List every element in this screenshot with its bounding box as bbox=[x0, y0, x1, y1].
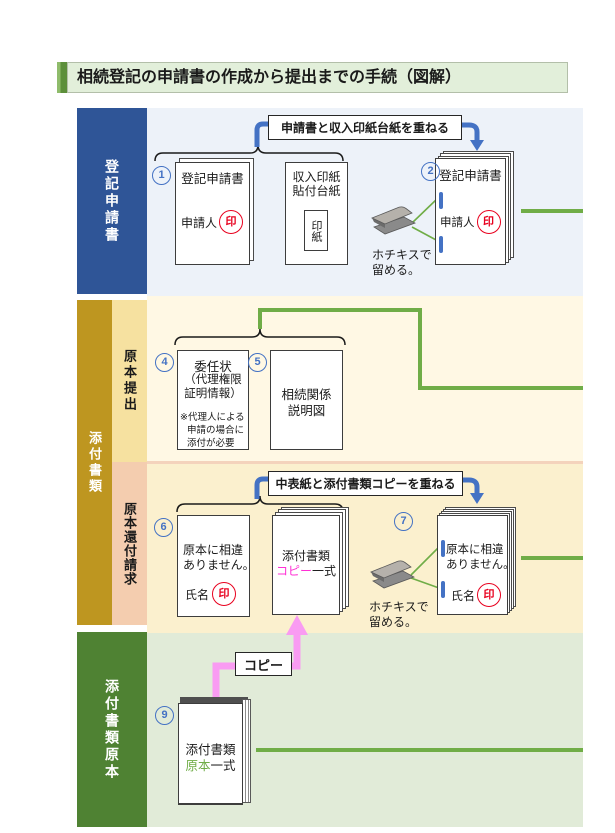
doc-title-line2: 貼付台紙 bbox=[292, 184, 341, 198]
doc-registration-application: 登記申請書 申請人 印 bbox=[175, 158, 254, 265]
original-highlight: 原本 bbox=[185, 759, 211, 773]
doc-title-line2: （代理権限 bbox=[184, 374, 242, 386]
doc-line2: ありません。 bbox=[446, 559, 515, 571]
step-badge-5: 5 bbox=[248, 353, 267, 372]
step-badge-9: 9 bbox=[155, 706, 174, 725]
stapler2-note-line2: 留める。 bbox=[369, 615, 418, 629]
banner-stack-copies-text: 中表紙と添付書類コピーを重ねる bbox=[275, 477, 456, 491]
seal-stamp-icon: 印 bbox=[212, 582, 237, 606]
applicant-label: 申請人 bbox=[181, 215, 218, 230]
sidebar-band-attachment-originals: 添付書類原本 bbox=[77, 632, 147, 827]
sidebar-label-registration: 登記申請書 bbox=[104, 158, 120, 244]
name-label: 氏名 bbox=[185, 587, 210, 602]
doc-note-line2: 申請の場合に bbox=[187, 425, 245, 436]
step-badge-7: 7 bbox=[394, 512, 413, 531]
name-label: 氏名 bbox=[451, 588, 476, 603]
doc-title-line1: 収入印紙 bbox=[292, 170, 341, 184]
stapler1-note-line1: ホチキスで bbox=[372, 248, 432, 262]
doc-title: 登記申請書 bbox=[439, 169, 502, 183]
staple-icon bbox=[439, 236, 443, 253]
doc-certification-cover: 原本に相違 ありません。 氏名 印 bbox=[177, 515, 255, 617]
doc-stapled-application-stack: 登記申請書 申請人 印 bbox=[435, 150, 514, 265]
doc-attachment-copies-stack: 添付書類 コピー一式 bbox=[272, 506, 349, 615]
doc-front-sheet: 添付書類 コピー一式 bbox=[272, 515, 340, 615]
doc-attachment-originals-book: 添付書類 原本一式 bbox=[178, 697, 251, 807]
revenue-stamp-box: 印紙 bbox=[304, 210, 328, 251]
seal-stamp-icon: 印 bbox=[477, 583, 502, 607]
doc-line1: 原本に相違 bbox=[183, 543, 244, 557]
copy-label-text: コピー bbox=[243, 657, 283, 673]
doc-line1: 添付書類 bbox=[281, 549, 330, 563]
sidebar-label-original-submission: 原本提出 bbox=[122, 349, 137, 413]
banner-stack-application: 申請書と収入印紙台紙を重ねる bbox=[268, 115, 462, 140]
doc-line1: 添付書類 bbox=[185, 743, 236, 757]
doc-revenue-stamp-sheet: 収入印紙 貼付台紙 印紙 bbox=[285, 162, 348, 265]
original-rest: 一式 bbox=[210, 759, 236, 773]
copy-highlight: コピー bbox=[275, 564, 312, 578]
title-accent-bar bbox=[57, 62, 67, 93]
sidebar-band-original-return: 原本還付請求 bbox=[112, 462, 147, 625]
step-badge-1: 1 bbox=[152, 166, 171, 185]
sidebar-label-attachments: 添付書類 bbox=[87, 430, 102, 495]
sidebar-band-attachments: 添付書類 bbox=[77, 300, 112, 625]
doc-stapled-copies-stack: 原本に相違 ありません。 氏名 印 bbox=[437, 507, 516, 615]
seal-stamp-icon: 印 bbox=[219, 210, 244, 234]
doc-inheritance-relationship-chart: 相続関係 説明図 bbox=[270, 350, 343, 450]
sidebar-band-registration: 登記申請書 bbox=[77, 108, 147, 294]
doc-title-line2: 説明図 bbox=[287, 404, 326, 418]
banner-stack-application-text: 申請書と収入印紙台紙を重ねる bbox=[280, 121, 449, 135]
staple-icon bbox=[439, 192, 443, 209]
stapler2-note-line1: ホチキスで bbox=[369, 600, 429, 614]
doc-title: 委任状 bbox=[194, 360, 232, 374]
doc-note-line1: ※代理人による bbox=[180, 412, 245, 423]
doc-front-sheet: 添付書類 原本一式 bbox=[178, 703, 243, 805]
applicant-label: 申請人 bbox=[440, 217, 475, 229]
doc-line2: ありません。 bbox=[183, 558, 255, 572]
doc-title: 登記申請書 bbox=[181, 172, 244, 186]
step-badge-6: 6 bbox=[154, 518, 173, 537]
step-badge-4: 4 bbox=[155, 353, 174, 372]
sidebar-label-attachment-originals: 添付書類原本 bbox=[104, 678, 120, 781]
revenue-stamp-label: 印紙 bbox=[310, 219, 322, 242]
page-title: 相続登記の申請書の作成から提出までの手続（図解） bbox=[67, 62, 568, 93]
doc-front-sheet: 登記申請書 申請人 印 bbox=[435, 158, 506, 265]
copy-rest: 一式 bbox=[312, 564, 337, 578]
doc-note-line3: 添付が必要 bbox=[187, 438, 235, 449]
staple-icon bbox=[441, 540, 445, 557]
doc-title-line3: 証明情報） bbox=[184, 388, 242, 400]
banner-stack-copies: 中表紙と添付書類コピーを重ねる bbox=[268, 471, 463, 496]
doc-front-sheet: 登記申請書 申請人 印 bbox=[175, 162, 250, 265]
seal-stamp-icon: 印 bbox=[476, 210, 501, 234]
doc-line1: 原本に相違 bbox=[446, 544, 504, 556]
section-divider bbox=[147, 461, 583, 464]
copy-label-box: コピー bbox=[235, 652, 292, 676]
doc-front-sheet: 原本に相違 ありません。 氏名 印 bbox=[437, 515, 515, 615]
sidebar-band-original-submission: 原本提出 bbox=[112, 300, 147, 462]
page-title-text: 相続登記の申請書の作成から提出までの手続（図解） bbox=[77, 69, 462, 86]
stapler1-note-line2: 留める。 bbox=[372, 263, 421, 277]
staple-icon bbox=[441, 581, 445, 598]
doc-power-of-attorney: 委任状 （代理権限 証明情報） ※代理人による 申請の場合に 添付が必要 bbox=[177, 350, 249, 450]
sidebar-label-original-return: 原本還付請求 bbox=[122, 501, 137, 586]
book-page-edges bbox=[242, 699, 251, 803]
step-badge-2: 2 bbox=[421, 162, 440, 181]
doc-title-line1: 相続関係 bbox=[281, 388, 332, 402]
